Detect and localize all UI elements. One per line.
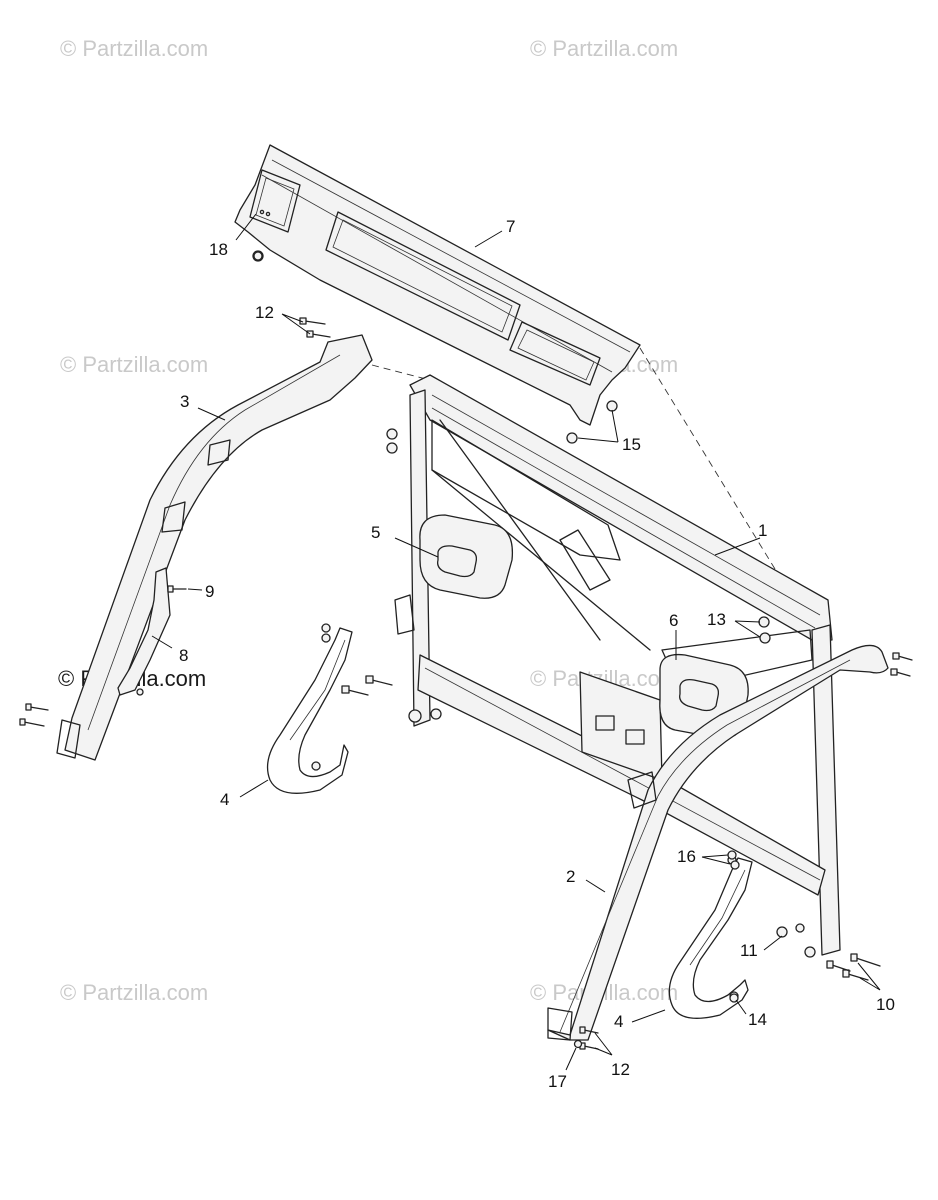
callout-18: 18 (209, 240, 228, 259)
callout-3: 3 (180, 392, 189, 411)
watermark-mid-left: © Partzilla.com (60, 352, 209, 377)
part-1-rear-frame (386, 374, 841, 956)
callout-12-bottom: 12 (611, 1060, 630, 1079)
watermark-top-right: © Partzilla.com (530, 36, 679, 61)
callout-12-top: 12 (255, 303, 274, 322)
part-8-bracket (117, 567, 171, 696)
watermark-bottom-left: © Partzilla.com (60, 980, 209, 1005)
callout-8: 8 (179, 646, 188, 665)
callout-13: 13 (707, 610, 726, 629)
callout-11: 11 (740, 941, 758, 960)
part-5-seat-back-pad-left (419, 514, 514, 599)
assembly-line-roof-left (371, 364, 431, 381)
part-2-front-roll-bar (547, 644, 889, 1041)
callout-4-right: 4 (614, 1012, 623, 1031)
callout-17: 17 (548, 1072, 567, 1091)
callout-7: 7 (506, 217, 515, 236)
callout-14: 14 (748, 1010, 767, 1029)
assembly-line-roof-right (639, 347, 801, 611)
callout-2: 2 (566, 867, 575, 886)
callout-labels: 1 2 3 4 4 5 6 7 8 9 10 11 12 12 13 14 15… (179, 217, 895, 1091)
callout-16: 16 (677, 847, 696, 866)
callout-5: 5 (371, 523, 380, 542)
callout-4-left: 4 (220, 790, 229, 809)
callout-9: 9 (205, 582, 214, 601)
part-3-left-side-tube (56, 334, 373, 761)
part-4-grab-handle-left (266, 623, 353, 794)
part-4-grab-handle-right (668, 855, 753, 1019)
watermark-top-left: © Partzilla.com (60, 36, 209, 61)
leader-lines (151, 213, 881, 1071)
callout-6: 6 (669, 611, 678, 630)
callout-15: 15 (622, 435, 641, 454)
callout-1: 1 (758, 521, 767, 540)
callout-10: 10 (876, 995, 895, 1014)
